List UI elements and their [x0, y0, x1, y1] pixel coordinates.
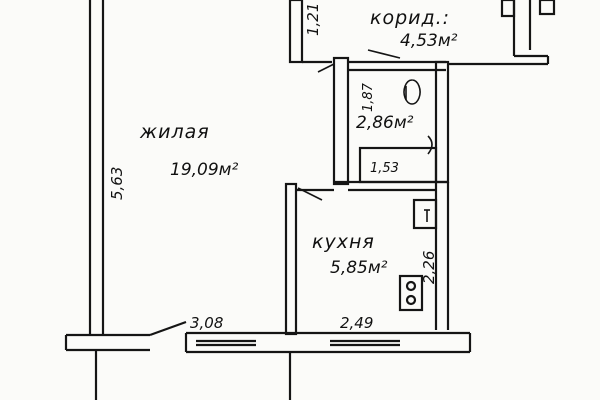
- kitchen-counter: [412, 198, 438, 230]
- corridor-door: [367, 49, 401, 59]
- bathtub: [358, 146, 438, 184]
- toilet: [403, 79, 421, 105]
- bathroom-area: 2,86м²: [356, 113, 414, 133]
- kitchen-door: [297, 187, 323, 201]
- labels: жилая 19,09м² 5,63 1,21 корид.: 4,53м² 1…: [108, 3, 458, 332]
- stove-burner-2: [405, 294, 417, 306]
- washbasin: [427, 135, 433, 155]
- balcony-door-swing: [149, 320, 187, 337]
- corridor-partition: [288, 0, 304, 64]
- bath-depth-dimension: 1,87: [361, 82, 376, 112]
- door-marks: [297, 49, 433, 222]
- tub-length-dimension: 1,53: [370, 161, 399, 176]
- living-room-name: жилая: [139, 121, 210, 143]
- kitchen-left-wall: [284, 182, 298, 336]
- corridor-top-box: [500, 0, 516, 18]
- kitchen-stove: [398, 274, 424, 312]
- bath-door: [317, 63, 335, 73]
- stove-burner-1: [405, 280, 417, 292]
- kitchen-width-dimension: 2,49: [340, 314, 373, 332]
- bath-left-wall: [332, 56, 350, 186]
- kitchen-name: кухня: [312, 231, 375, 253]
- living-height-dimension: 5,63: [108, 167, 126, 200]
- living-width-dimension: 3,08: [190, 314, 223, 332]
- walls: [64, 0, 556, 400]
- bath-right-wall: [434, 60, 450, 184]
- living-room-area: 19,09м²: [170, 160, 238, 180]
- corridor-name: корид.:: [370, 7, 450, 29]
- kitchen-area: 5,85м²: [330, 258, 388, 278]
- kitchen-depth-dimension: 2,26: [420, 251, 438, 284]
- corridor-top-box-right: [538, 0, 556, 16]
- corridor-area: 4,53м²: [400, 31, 458, 51]
- corridor-width-dimension: 1,21: [304, 3, 322, 36]
